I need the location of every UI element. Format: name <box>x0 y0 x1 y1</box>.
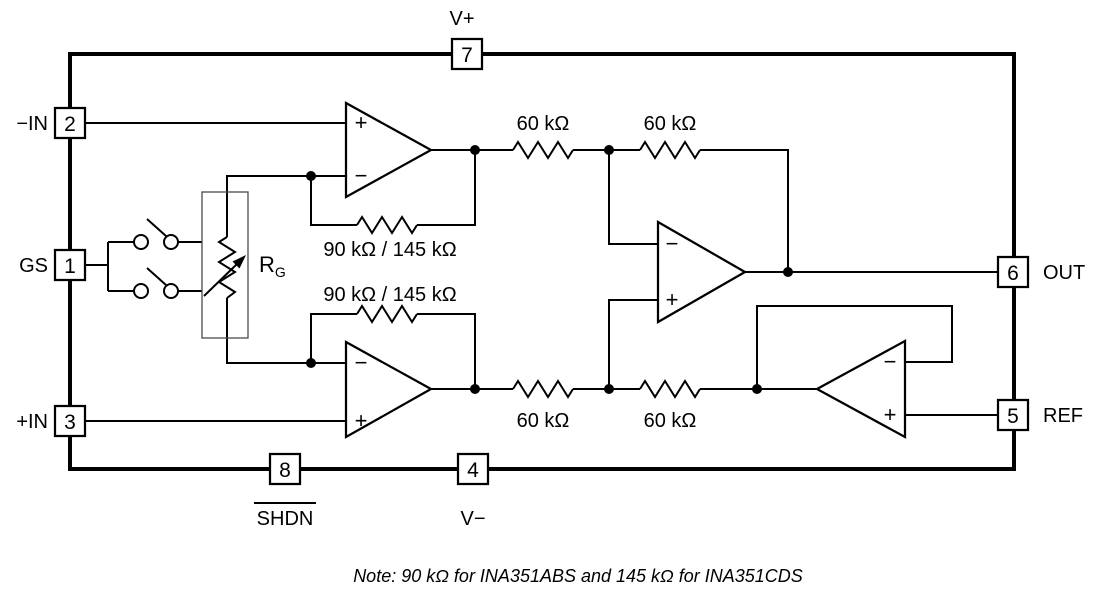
a2-minus-sign: − <box>355 350 368 375</box>
switch-top-blade <box>146 218 167 237</box>
pin-3-number: 3 <box>64 411 76 434</box>
label-60k-bottom-2: 60 kΩ <box>644 410 697 432</box>
junction-a1-output <box>470 145 480 155</box>
rg-block-outline <box>201 191 249 339</box>
pin-1-number: 1 <box>64 255 76 278</box>
junction-a2-output <box>470 384 480 394</box>
label-60k-top-2: 60 kΩ <box>644 113 697 135</box>
opamp-a3-triangle <box>656 220 748 324</box>
pin-3-label-pos-in: +IN <box>16 411 48 433</box>
junction-a2-minus <box>306 358 316 368</box>
pin-7-number: 7 <box>461 44 473 67</box>
pin-2-number: 2 <box>64 113 76 136</box>
a3-minus-sign: − <box>666 231 679 256</box>
resistor-60k-top-2 <box>639 140 701 160</box>
resistor-60k-top-1 <box>512 140 574 160</box>
rg-wiper-arrow-shaft <box>203 262 239 297</box>
a1-minus-sign: − <box>355 163 368 188</box>
pin-6-label-out: OUT <box>1043 262 1085 284</box>
pin-1-box <box>53 248 87 282</box>
label-rg: RG <box>259 252 286 280</box>
label-rg-subscript: G <box>275 264 286 280</box>
rg-wiper-arrowhead-icon <box>232 255 246 269</box>
pin-5-number: 5 <box>1007 405 1019 428</box>
resistor-60k-bottom-2 <box>639 379 701 399</box>
a4-minus-sign: − <box>884 349 897 374</box>
switch-top-right-contact <box>163 234 179 250</box>
pin-5-box <box>996 398 1030 432</box>
pin-1-label-gs: GS <box>19 255 48 277</box>
wire-a1-feedback <box>310 150 476 226</box>
label-feedback-resistor-top: 90 kΩ / 145 kΩ <box>323 239 456 261</box>
pin-5-label-ref: REF <box>1043 405 1083 427</box>
a3-plus-sign: + <box>666 287 679 312</box>
wire-gs-switch-branch <box>85 241 202 292</box>
switch-top-left-contact <box>133 234 149 250</box>
pin-4-number: 4 <box>467 459 479 482</box>
junction-a3-output <box>783 267 793 277</box>
pin-6-number: 6 <box>1007 262 1019 285</box>
label-rg-main: R <box>259 252 275 277</box>
opamp-a2-triangle <box>344 340 434 439</box>
wire-rg-bottom-to-a2-minus <box>226 298 346 364</box>
a4-plus-sign: + <box>884 402 897 427</box>
rg-potentiometer-element <box>217 236 237 299</box>
switch-bottom-left-contact <box>133 283 149 299</box>
pin-8-label-shdn: SHDN <box>257 508 314 530</box>
label-60k-bottom-1: 60 kΩ <box>517 410 570 432</box>
pin-7-box <box>450 37 484 71</box>
resistor-feedback-top <box>356 215 418 235</box>
junction-bottom-divider-tap <box>604 384 614 394</box>
resistor-60k-bottom-1 <box>512 379 574 399</box>
pin-4-label-vminus: V− <box>460 508 485 530</box>
wire-bottom-tap-to-a3-plus <box>608 299 658 389</box>
wire-top-tap-to-a3-minus <box>608 150 658 245</box>
opamp-a4-triangle <box>814 339 907 439</box>
pin-8-number: 8 <box>279 459 291 482</box>
label-feedback-resistor-bottom: 90 kΩ / 145 kΩ <box>323 284 456 306</box>
pin-2-box <box>53 106 87 140</box>
footnote: Note: 90 kΩ for INA351ABS and 145 kΩ for… <box>353 566 803 586</box>
junction-top-divider-tap <box>604 145 614 155</box>
pin-7-label-vplus: V+ <box>449 8 474 30</box>
pin-2-label-neg-in: −IN <box>16 113 48 135</box>
junction-a1-minus <box>306 171 316 181</box>
pin-4-box <box>456 452 490 486</box>
pin-3-box <box>53 404 87 438</box>
label-60k-top-1: 60 kΩ <box>517 113 570 135</box>
opamp-a1-triangle <box>344 101 434 199</box>
a2-plus-sign: + <box>355 408 368 433</box>
wire-a4-feedback <box>756 305 953 389</box>
wire-rg-top-to-a1-minus <box>226 175 346 237</box>
switch-bottom-right-contact <box>163 283 179 299</box>
wire-a2-feedback <box>310 313 476 389</box>
junction-a4-output <box>752 384 762 394</box>
a1-plus-sign: + <box>355 110 368 135</box>
pin-8-box <box>268 452 302 486</box>
resistor-feedback-bottom <box>356 304 418 324</box>
pin-6-box <box>996 255 1030 289</box>
switch-bottom-blade <box>146 267 167 286</box>
